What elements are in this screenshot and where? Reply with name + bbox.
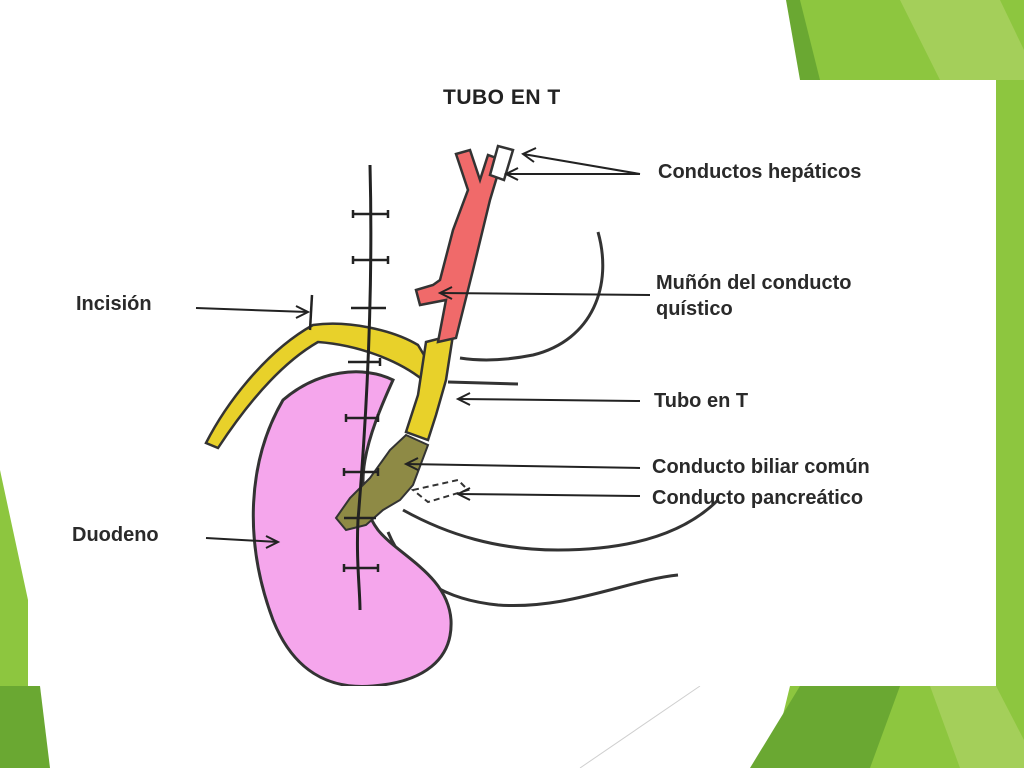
t-tube-vertical xyxy=(404,333,455,442)
label-cystic-stump-line2: quístico xyxy=(656,298,733,320)
accent-stripe-bottom-right-light xyxy=(930,686,1024,768)
label-common-bile-duct: Conducto biliar común xyxy=(652,456,870,478)
pancreatic-duct xyxy=(410,478,470,504)
label-incision: Incisión xyxy=(76,293,152,315)
incision-line xyxy=(355,164,373,611)
label-pancreatic-duct: Conducto pancreático xyxy=(652,487,864,509)
label-cystic-stump-line1: Muñón del conducto xyxy=(656,272,852,294)
label-duodenum: Duodeno xyxy=(72,524,159,546)
t-tube-exit-line xyxy=(447,380,519,386)
label-hepatic-ducts: Conductos hepáticos xyxy=(658,161,862,183)
accent-stripe-left-dark xyxy=(0,686,50,768)
hepatic-duct-white-tip xyxy=(488,144,515,182)
accent-stripe-right xyxy=(996,80,1024,768)
label-pointers xyxy=(195,147,651,549)
t-tube-diagram: TUBO EN T Conductos hepáticos Muñón del … xyxy=(28,80,996,686)
label-t-tube: Tubo en T xyxy=(654,390,749,412)
incision-tick xyxy=(308,294,314,331)
pancreas-outline-upper xyxy=(402,498,720,552)
stomach-outline xyxy=(459,231,605,362)
diagram-drawing xyxy=(195,144,720,686)
accent-stripe-bottom-right-dark xyxy=(750,686,900,768)
diagram-title: TUBO EN T xyxy=(443,86,561,109)
suture-marks xyxy=(342,210,390,572)
accent-thin-line xyxy=(579,685,701,768)
hepatic-ducts xyxy=(414,148,504,344)
accent-stripe-left xyxy=(0,470,48,768)
accent-stripe-top-right-light xyxy=(900,0,1024,80)
